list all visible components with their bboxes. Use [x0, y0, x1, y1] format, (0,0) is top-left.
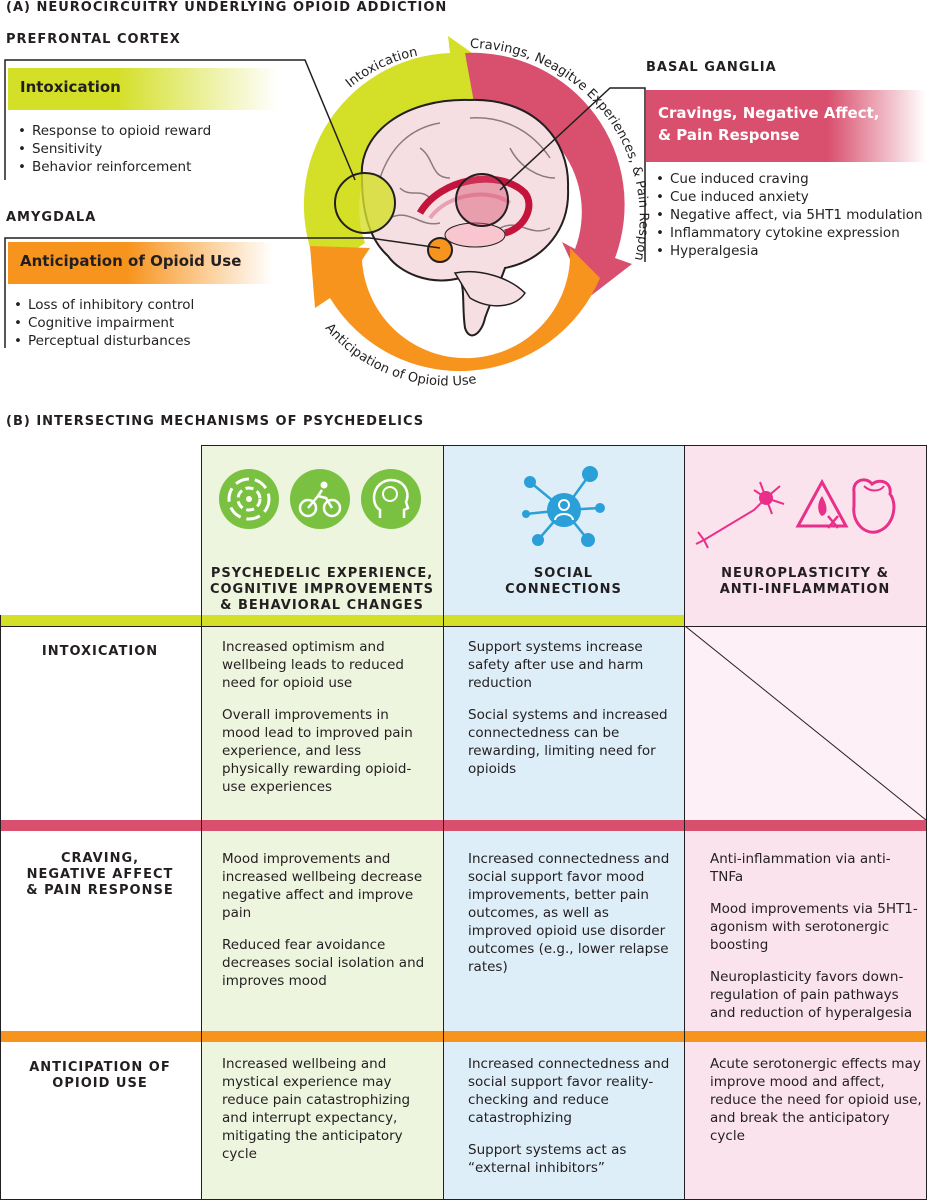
list-item: Sensitivity: [18, 140, 211, 158]
cell-paragraph: Increased connectedness and social suppo…: [468, 1056, 670, 1126]
anticipation-box: Anticipation of Opioid Use: [8, 242, 273, 284]
row-header-craving: CRAVING, NEGATIVE AFFECT & PAIN RESPONSE: [2, 851, 198, 899]
table-cell: Anti-inflammation via anti-TNFa Mood imp…: [710, 850, 920, 1036]
table-cell: Acute serotonergic effects may improve m…: [710, 1055, 922, 1159]
cell-paragraph: Increased wellbeing and mystical experie…: [222, 1056, 411, 1162]
cell-paragraph: Reduced fear avoidance decreases social …: [222, 937, 425, 989]
grid-line: [201, 445, 927, 446]
panel-b-title: (B) INTERSECTING MECHANISMS OF PSYCHEDEL…: [6, 414, 425, 429]
neuroplasticity-icons: [695, 478, 896, 549]
network-icon: [522, 466, 605, 547]
grid-line: [443, 445, 444, 1200]
table-cell: Support systems increase safety after us…: [468, 638, 674, 792]
amygdala-region-label: AMYGDALA: [6, 210, 97, 225]
basal-ganglia-circle: [455, 173, 509, 227]
list-item: Hyperalgesia: [656, 242, 923, 260]
column-header-line: ANTI-INFLAMMATION: [719, 582, 891, 597]
column-header-line: SOCIAL: [533, 566, 594, 581]
table-cell: Increased wellbeing and mystical experie…: [222, 1055, 422, 1177]
anticipation-box-title: Anticipation of Opioid Use: [20, 252, 242, 270]
row-header-line: OPIOID USE: [52, 1076, 148, 1091]
intoxication-box: Intoxication: [8, 68, 278, 110]
anticipation-band: [0, 1031, 927, 1042]
list-item: Response to opioid reward: [18, 122, 211, 140]
row-header-line: & PAIN RESPONSE: [26, 883, 174, 898]
intoxication-band: [0, 615, 684, 626]
neuron-icon: [695, 481, 785, 549]
basal-ganglia-list: Cue induced craving Cue induced anxiety …: [656, 170, 923, 260]
stomach-icon: [852, 478, 896, 534]
prefrontal-circle: [334, 172, 396, 234]
list-item: Loss of inhibitory control: [14, 296, 194, 314]
table-cell: Increased connectedness and social suppo…: [468, 850, 676, 990]
cravings-box: Cravings, Negative Affect, & Pain Respon…: [646, 90, 926, 162]
row-header-line: NEGATIVE AFFECT: [26, 867, 174, 882]
amygdala-list: Loss of inhibitory control Cognitive imp…: [14, 296, 194, 350]
connector-lines: [4, 59, 646, 348]
grid-line: [0, 626, 927, 627]
spiral-icon: [219, 469, 279, 529]
column-header-neuroplasticity: NEUROPLASTICITY & ANTI-INFLAMMATION: [686, 566, 924, 598]
addiction-cycle-diagram: Intoxication Cravings, Neagitve Experien…: [270, 28, 651, 390]
table-cell: Increased optimism and wellbeing leads t…: [222, 638, 427, 810]
table-cell: Mood improvements and increased wellbein…: [222, 850, 432, 1004]
amygdala-circle: [427, 237, 453, 263]
cell-paragraph: Increased optimism and wellbeing leads t…: [222, 639, 404, 691]
anticipation-arrow: [310, 246, 600, 372]
row-header-line: CRAVING,: [60, 851, 140, 866]
intoxication-box-title: Intoxication: [20, 78, 121, 96]
column-header-social: SOCIAL CONNECTIONS: [445, 566, 682, 598]
list-item: Behavior reinforcement: [18, 158, 211, 176]
list-item: Cue induced anxiety: [656, 188, 923, 206]
list-item: Cognitive impairment: [14, 314, 194, 332]
cravings-box-title-line-1: Cravings, Negative Affect,: [658, 104, 880, 122]
cyclist-icon: [290, 469, 350, 529]
column-header-psychedelic: PSYCHEDELIC EXPERIENCE, COGNITIVE IMPROV…: [203, 566, 441, 614]
row-header-anticipation: ANTICIPATION OF OPIOID USE: [2, 1060, 198, 1092]
cell-paragraph: Mood improvements via 5HT1-agonism with …: [710, 901, 918, 953]
cell-paragraph: Anti-inflammation via anti-TNFa: [710, 851, 891, 885]
prefrontal-region-label: PREFRONTAL CORTEX: [6, 32, 181, 47]
column-header-line: & BEHAVIORAL CHANGES: [220, 598, 424, 613]
basal-ganglia-region-label: BASAL GANGLIA: [646, 60, 777, 75]
table-cell: Increased connectedness and social suppo…: [468, 1055, 676, 1191]
list-item: Perceptual disturbances: [14, 332, 194, 350]
column-header-line: PSYCHEDELIC EXPERIENCE,: [210, 566, 434, 581]
column-header-line: NEUROPLASTICITY &: [721, 566, 889, 581]
row-header-line: ANTICIPATION OF: [29, 1060, 171, 1075]
cell-paragraph: Support systems increase safety after us…: [468, 639, 644, 691]
grid-line: [201, 445, 202, 1200]
column-header-line: CONNECTIONS: [505, 582, 622, 597]
list-item: Inflammatory cytokine expression: [656, 224, 923, 242]
prefrontal-list: Response to opioid reward Sensitivity Be…: [18, 122, 211, 176]
brain-head-icon: [361, 469, 421, 529]
inflammation-warning-icon: [795, 478, 849, 529]
cell-paragraph: Mood improvements and increased wellbein…: [222, 851, 423, 921]
row-header-line: INTOXICATION: [41, 644, 159, 659]
craving-band: [0, 820, 927, 831]
brain-illustration: [360, 98, 570, 337]
cell-paragraph: Increased connectedness and social suppo…: [468, 851, 670, 975]
column-header-line: COGNITIVE IMPROVEMENTS: [209, 582, 435, 597]
empty-cell-diagonal: [685, 626, 926, 820]
cell-paragraph: Overall improvements in mood lead to imp…: [222, 707, 413, 795]
cell-paragraph: Acute serotonergic effects may improve m…: [710, 1056, 922, 1144]
grid-line: [684, 445, 685, 1200]
psychedelic-icons: [219, 469, 421, 529]
cravings-arrow: [465, 52, 632, 298]
cell-paragraph: Support systems act as “external inhibit…: [468, 1142, 627, 1176]
list-item: Cue induced craving: [656, 170, 923, 188]
row-header-intoxication: INTOXICATION: [2, 644, 198, 660]
cell-paragraph: Social systems and increased connectedne…: [468, 707, 668, 777]
panel-a-title: (A) NEUROCIRCUITRY UNDERLYING OPIOID ADD…: [6, 0, 448, 15]
grid-line: [0, 615, 1, 1200]
list-item: Negative affect, via 5HT1 modulation: [656, 206, 923, 224]
cravings-box-title-line-2: & Pain Response: [658, 126, 800, 144]
cell-paragraph: Neuroplasticity favors down-regulation o…: [710, 969, 913, 1021]
